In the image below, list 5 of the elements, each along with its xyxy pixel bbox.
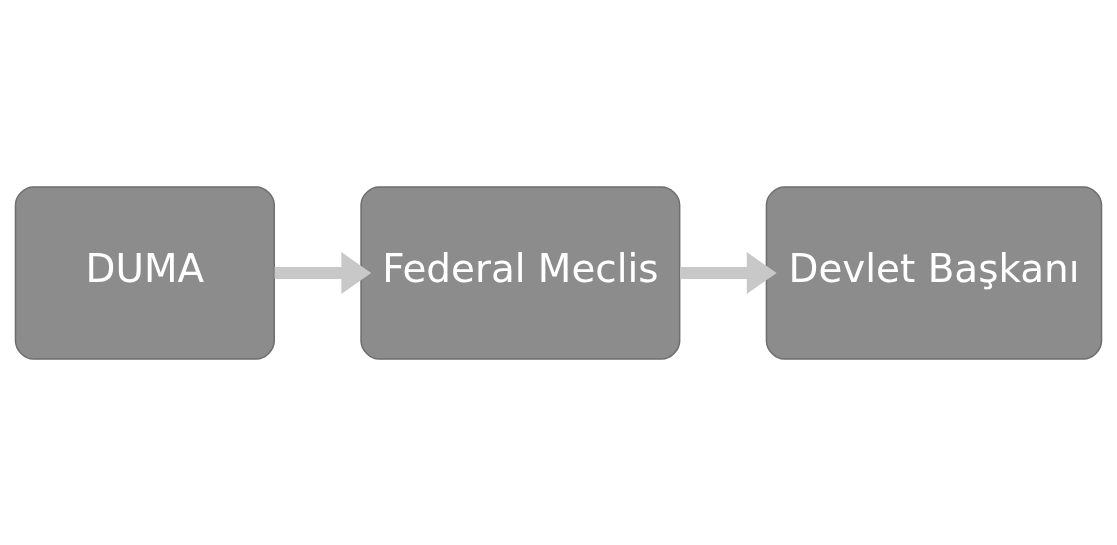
- node-box: Devlet Başkanı: [765, 185, 1103, 360]
- arrow: [274, 251, 372, 294]
- arrow: [680, 251, 777, 294]
- node-box: DUMA: [14, 185, 275, 360]
- node-box: Federal Meclis: [360, 185, 681, 360]
